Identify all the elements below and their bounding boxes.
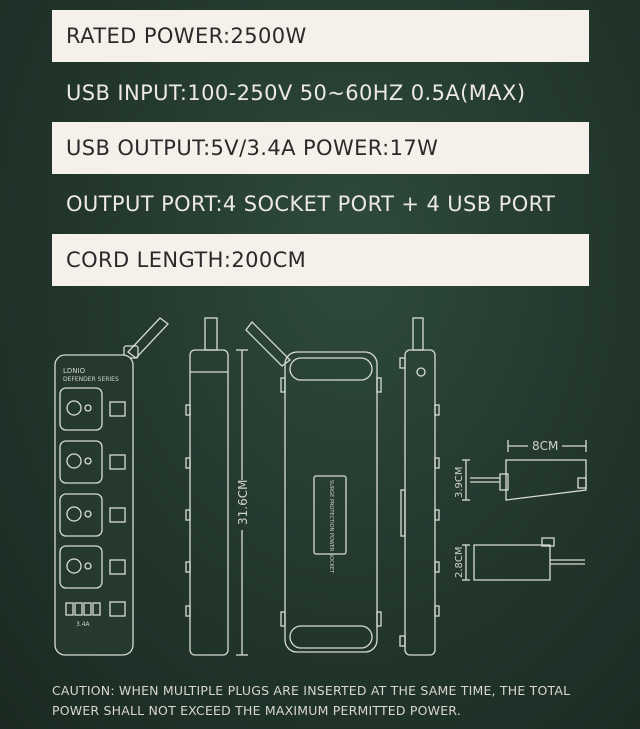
spec-cord-length: CORD LENGTH:200CM	[52, 234, 589, 286]
spec-rated-power: RATED POWER:2500W	[52, 10, 589, 62]
side-view-right	[399, 317, 440, 656]
front-series-label: DEFENDER SERIES	[63, 376, 119, 383]
plug-detail-top	[462, 440, 587, 501]
side-view-left	[185, 317, 248, 656]
plug-detail-bottom	[462, 537, 585, 581]
width-dimension-label: 8CM	[532, 439, 558, 453]
height-large-label: 3.9CM	[454, 466, 465, 498]
caution-note: CAUTION: WHEN MULTIPLE PLUGS ARE INSERTE…	[52, 683, 571, 718]
front-view	[54, 317, 169, 656]
spec-output-port: OUTPUT PORT:4 SOCKET PORT + 4 USB PORT	[66, 192, 556, 216]
back-view	[245, 321, 382, 653]
length-dimension-label: 31.6CM	[236, 480, 250, 525]
height-small-label: 2.8CM	[454, 546, 465, 578]
front-brand-label: LDNIO	[63, 367, 86, 375]
back-label-title: SURGE PROTECTION POWER SOCKET	[328, 480, 334, 574]
spec-usb-output: USB OUTPUT:5V/3.4A POWER:17W	[52, 122, 589, 174]
spec-usb-input: USB INPUT:100-250V 50~60HZ 0.5A(MAX)	[66, 81, 526, 105]
usb-output-label: 3.4A	[76, 621, 91, 628]
